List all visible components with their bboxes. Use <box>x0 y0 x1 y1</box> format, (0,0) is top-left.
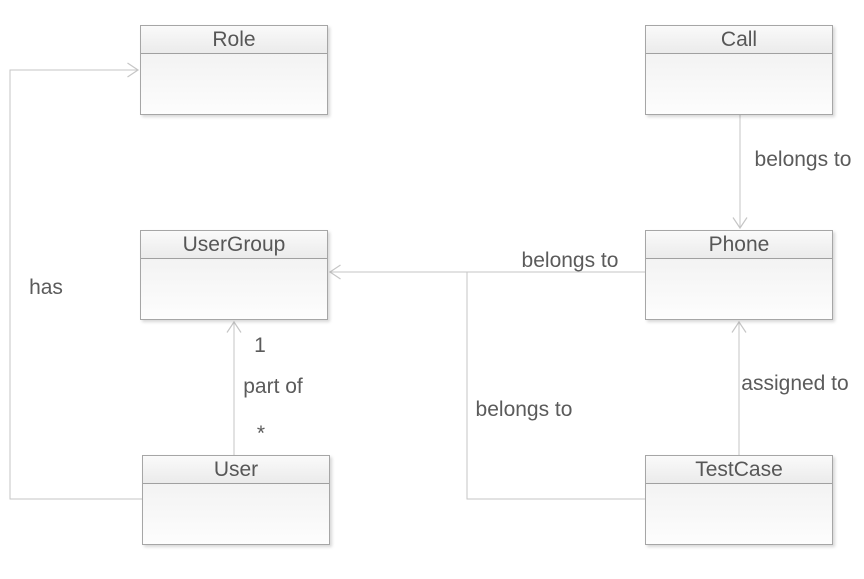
edge-testcase-usergroup[interactable] <box>466 272 645 500</box>
class-phone-title: Phone <box>646 231 832 259</box>
class-usergroup-body <box>141 259 327 319</box>
edge-label-part-of: part of <box>243 375 303 398</box>
edge-label-testcase-belongs-to: belongs to <box>475 398 573 421</box>
edge-label-phone-belongs-to: belongs to <box>521 249 619 272</box>
edge-label-assigned-to: assigned to <box>741 372 849 395</box>
class-user-title: User <box>143 456 329 484</box>
class-role[interactable]: Role <box>140 25 328 115</box>
class-phone-body <box>646 259 832 319</box>
class-call-title: Call <box>646 26 832 54</box>
edge-label-call-belongs-to: belongs to <box>754 148 852 171</box>
class-testcase[interactable]: TestCase <box>645 455 833 545</box>
class-usergroup-title: UserGroup <box>141 231 327 259</box>
class-role-body <box>141 54 327 114</box>
multiplicity-star: * <box>256 422 266 445</box>
class-role-title: Role <box>141 26 327 54</box>
class-phone[interactable]: Phone <box>645 230 833 320</box>
class-call[interactable]: Call <box>645 25 833 115</box>
edge-user-role[interactable] <box>9 62 142 500</box>
multiplicity-one: 1 <box>254 334 266 357</box>
class-testcase-body <box>646 484 832 544</box>
class-call-body <box>646 54 832 114</box>
edge-label-has: has <box>29 276 63 299</box>
class-usergroup[interactable]: UserGroup <box>140 230 328 320</box>
class-user[interactable]: User <box>142 455 330 545</box>
class-user-body <box>143 484 329 544</box>
class-testcase-title: TestCase <box>646 456 832 484</box>
